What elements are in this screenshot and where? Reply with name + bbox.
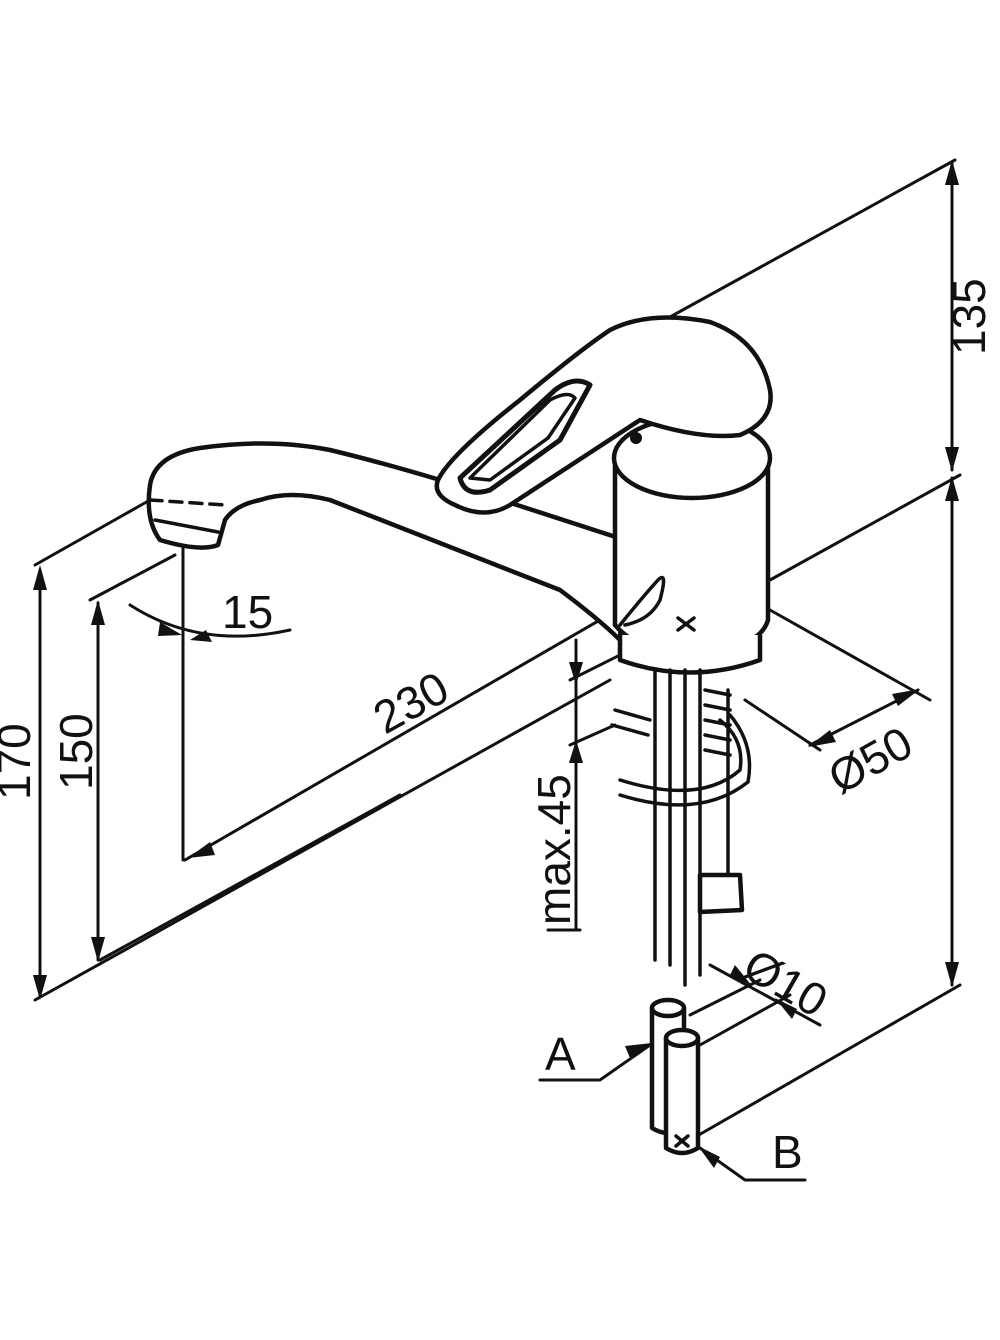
dimension-max-45-label: max.45 <box>528 774 580 925</box>
dimension-lines <box>33 160 959 1027</box>
mounting-hardware <box>610 668 752 987</box>
faucet-body <box>146 315 773 675</box>
dimension-230-label: 230 <box>365 661 457 744</box>
dimension-diameter-50-label: Ø50 <box>820 716 921 804</box>
dimension-150-label: 150 <box>50 713 102 790</box>
leader-lines <box>538 1043 807 1182</box>
supply-hoses <box>649 997 701 1156</box>
hose-b-label: B <box>772 1126 803 1178</box>
dimension-15-label: 15 <box>222 586 273 638</box>
hose-a-label: A <box>545 1028 576 1080</box>
dimension-170-label: 170 <box>0 723 40 800</box>
dimension-135-label: 135 <box>943 278 995 355</box>
dimension-diameter-10-label: Ø10 <box>735 939 836 1028</box>
